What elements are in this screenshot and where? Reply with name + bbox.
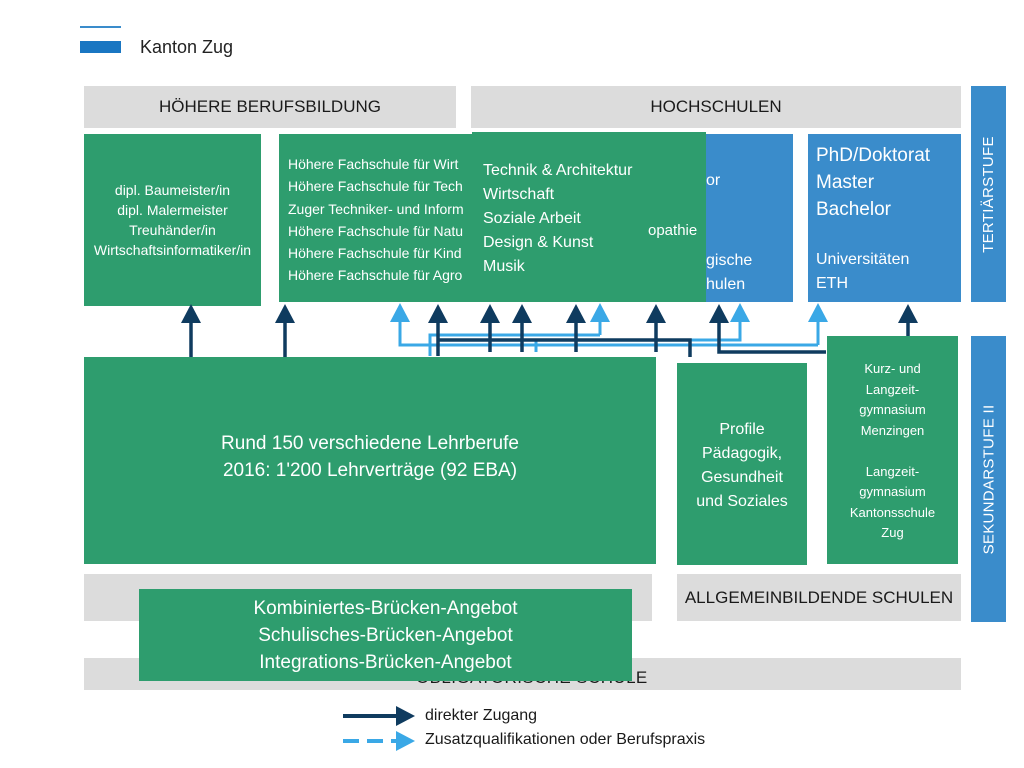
direct-access-lines	[189, 322, 910, 357]
logo-bar	[80, 41, 121, 53]
box-hoehere-fachschulen: Höhere Fachschule für Wirt Höhere Fachsc…	[279, 134, 479, 302]
box-fachhochschule: Technik & Architektur Wirtschaft Soziale…	[472, 132, 706, 302]
legend-direct-arrow	[343, 706, 415, 726]
box-fachmittelschule: Profile Pädagogik, Gesundheit und Sozial…	[677, 363, 807, 565]
ph-line-3: hulen	[706, 276, 746, 293]
additional-qualification-arrowheads	[390, 303, 828, 322]
box-lehre: Rund 150 verschiedene Lehrberufe 2016: 1…	[84, 357, 656, 564]
legend-additional-label: Zusatzqualifikationen oder Berufspraxis	[425, 731, 706, 748]
header-hochschulen: HOCHSCHULEN	[471, 86, 961, 128]
side-label-sekundarstufe: SEKUNDARSTUFE II	[971, 336, 1006, 622]
side-label-tertiaerstufe: TERTIÄRSTUFE	[971, 86, 1006, 302]
logo-line	[80, 26, 121, 28]
box-gymnasium: Kurz- und Langzeit- gymnasium Menzingen …	[827, 336, 958, 564]
ph-line-1: or	[706, 172, 721, 189]
logo	[80, 26, 122, 56]
additional-qualification-lines	[398, 320, 820, 356]
fachhochschule-overflow-text: opathie	[648, 222, 698, 239]
legend-direct-label: direkter Zugang	[425, 707, 538, 724]
box-universitaeten: PhD/Doktorat Master Bachelor Universität…	[808, 134, 961, 302]
box-pruefungen: dipl. Baumeister/in dipl. Malermeister T…	[84, 134, 261, 306]
box-bruecken-angebot: Kombiniertes-Brücken-Angebot Schulisches…	[139, 589, 632, 681]
header-hoehere-berufsbildung: HÖHERE BERUFSBILDUNG	[84, 86, 456, 128]
ph-line-2: gische	[706, 252, 753, 269]
direct-access-arrowheads	[181, 304, 918, 323]
logo-text: Kanton Zug	[140, 37, 234, 57]
header-allgemeinbildende-schulen: ALLGEMEINBILDENDE SCHULEN	[677, 574, 961, 621]
legend-additional-arrow	[343, 731, 415, 751]
